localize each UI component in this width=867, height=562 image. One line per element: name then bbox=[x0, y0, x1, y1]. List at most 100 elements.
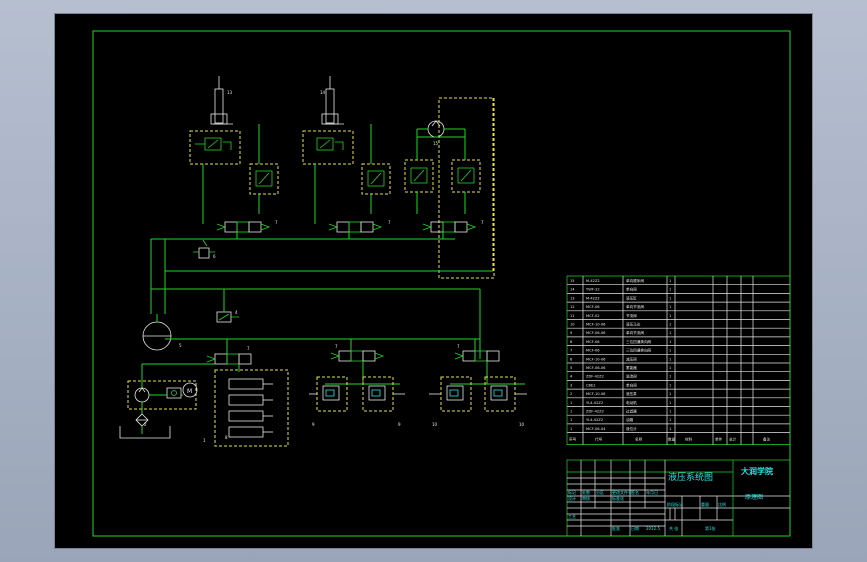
valve-block-14 bbox=[302, 130, 354, 165]
bom-cell-code: M-42Z2 bbox=[586, 279, 600, 283]
bom-cell-no: 3 bbox=[570, 383, 572, 387]
lower-manifold-lines bbox=[165, 338, 525, 385]
bom-cell-qty: 1 bbox=[669, 331, 671, 335]
tb-stage-mark: 阶段标记 bbox=[667, 501, 683, 507]
bom-cell-qty: 1 bbox=[669, 383, 671, 387]
cylinder-14-label: 14 bbox=[320, 90, 326, 95]
bom-cell-code: MCF-06 bbox=[586, 349, 600, 353]
throttle-symbols bbox=[255, 167, 475, 187]
bom-header-5: 单件 bbox=[715, 437, 723, 442]
bom-cell-qty: 1 bbox=[669, 349, 671, 353]
bom-cell-name: 蓄能器 bbox=[626, 365, 637, 370]
valve-c-label: 7 bbox=[481, 220, 484, 225]
bom-cell-qty: 1 bbox=[669, 418, 671, 422]
bom-cell-code: MCF-06 bbox=[586, 340, 600, 344]
accum-label: 5 bbox=[179, 343, 182, 348]
bom-cell-no: 4 bbox=[570, 375, 573, 379]
pump-unit-frame bbox=[127, 380, 197, 410]
lower-valve-1-label: 7 bbox=[247, 346, 250, 351]
bom-cell-no: 1 bbox=[570, 427, 572, 431]
actuator-lines bbox=[202, 124, 466, 224]
bom-cell-name: 减压阀 bbox=[626, 356, 637, 361]
tb-row-design: 设计 bbox=[568, 495, 576, 501]
bom-cell-no: 9 bbox=[570, 331, 573, 335]
bom-cell-qty: 1 bbox=[669, 340, 671, 344]
fixture-10-right-label: 10 bbox=[519, 422, 525, 427]
bom-cell-code: M-42Z2 bbox=[586, 296, 600, 300]
bom-cell-qty: 1 bbox=[669, 427, 671, 431]
directional-valve-lower-2: 7 bbox=[330, 344, 385, 362]
bom-cell-name: 液压缸 bbox=[626, 295, 637, 300]
bom-cell-code: MCF-06-04 bbox=[586, 427, 606, 431]
bom-cell-name: 溢流阀 bbox=[626, 374, 637, 379]
fixture-9-left: 9 bbox=[309, 376, 348, 427]
hydraulic-schematic-canvas: 13 14 bbox=[92, 30, 791, 537]
bom-header-0: 序号 bbox=[569, 437, 577, 442]
tb-row-review: 审核 bbox=[582, 495, 590, 501]
bom-cell-qty: 1 bbox=[669, 288, 671, 292]
title-block: 液压系统图 大润学院 原理图 标记 处数 分区 更改文件号 签名 年月日 设计 … bbox=[566, 459, 791, 537]
bom-cell-qty: 1 bbox=[669, 375, 671, 379]
motor-15-label: 15 bbox=[433, 141, 439, 146]
cylinder-13: 13 bbox=[210, 76, 233, 125]
bom-cell-no: 1 bbox=[570, 401, 572, 405]
throttle-box-1 bbox=[249, 163, 279, 195]
bom-cell-code: CBE2 bbox=[586, 383, 596, 387]
bom-cell-code: MCF-10-06 bbox=[586, 323, 606, 327]
tb-approval: 批准 bbox=[612, 525, 620, 531]
bom-cell-no: 14 bbox=[570, 288, 575, 292]
drawing-type: 原理图 bbox=[745, 494, 763, 501]
directional-valve-lower-3: 7 bbox=[454, 344, 500, 362]
pump-label: 2 bbox=[144, 422, 147, 427]
fixture-9-left-label: 9 bbox=[312, 422, 315, 427]
valve-block-13-symbols bbox=[195, 137, 232, 151]
bom-cell-qty: 1 bbox=[669, 279, 671, 283]
bom-cell-qty: 1 bbox=[669, 305, 671, 309]
bom-table-grid bbox=[566, 275, 791, 445]
tb-weight: 重量 bbox=[701, 501, 709, 507]
tb-date-value: 2012.5 bbox=[646, 526, 660, 531]
directional-valve-top-3: 7 bbox=[422, 220, 484, 233]
tb-sheet-total: 共 张 bbox=[669, 525, 678, 531]
accumulator-5: 5 bbox=[142, 321, 182, 351]
bom-cell-name: 过滤器 bbox=[626, 409, 637, 414]
tb-header-mark: 标记 bbox=[568, 489, 576, 495]
valve-a-label: 7 bbox=[275, 220, 278, 225]
tb-row-process: 工艺 bbox=[568, 514, 576, 519]
bom-header-6: 总计 bbox=[729, 437, 737, 442]
fixture-10-right: 10 bbox=[484, 376, 527, 427]
main-lines bbox=[150, 232, 493, 359]
bom-cell-name: 单向阀 bbox=[626, 287, 637, 292]
bom-cell-no: 2 bbox=[570, 392, 572, 396]
bom-cell-code: MCF-06-06 bbox=[586, 366, 606, 370]
bom-cell-no: 6 bbox=[570, 357, 573, 361]
reducer-label: 6 bbox=[213, 254, 216, 259]
bom-cell-code: ZDF-42Z2 bbox=[586, 375, 604, 379]
bom-cell-qty: 1 bbox=[669, 357, 671, 361]
bom-cell-name: 电动机 bbox=[626, 400, 637, 405]
bom-cell-qty: 1 bbox=[669, 314, 671, 318]
bom-cell-name: 单向阀 bbox=[626, 382, 637, 387]
tank-label: 1 bbox=[203, 438, 206, 443]
tb-standard: 标准化 bbox=[612, 495, 624, 501]
bom-cell-code: ZDF-42Z2 bbox=[586, 410, 604, 414]
bom-cell-name: 油箱 bbox=[626, 417, 634, 422]
tb-date-label: 日期 bbox=[631, 525, 639, 531]
fixture-10-left-label: 10 bbox=[432, 422, 438, 427]
bom-header-1: 代号 bbox=[595, 437, 603, 442]
valve-block-14-symbols bbox=[316, 137, 344, 151]
pressure-reducer-6: 6 bbox=[193, 239, 216, 259]
drawing-sheet[interactable]: 13 14 bbox=[55, 14, 812, 548]
bom-cell-qty: 1 bbox=[669, 401, 671, 405]
electric-motor-1: M bbox=[182, 382, 198, 398]
fixture-9-right: 9 bbox=[362, 376, 405, 427]
check-valve-3 bbox=[166, 387, 182, 399]
bom-cell-qty: 1 bbox=[669, 392, 671, 396]
bom-header-2: 名称 bbox=[635, 437, 643, 442]
drawing-title: 液压系统图 bbox=[668, 471, 713, 483]
bom-cell-name: 液压马达 bbox=[626, 322, 641, 327]
bom-cell-qty: 1 bbox=[669, 323, 671, 327]
bom-header-4: 材料 bbox=[685, 437, 693, 442]
